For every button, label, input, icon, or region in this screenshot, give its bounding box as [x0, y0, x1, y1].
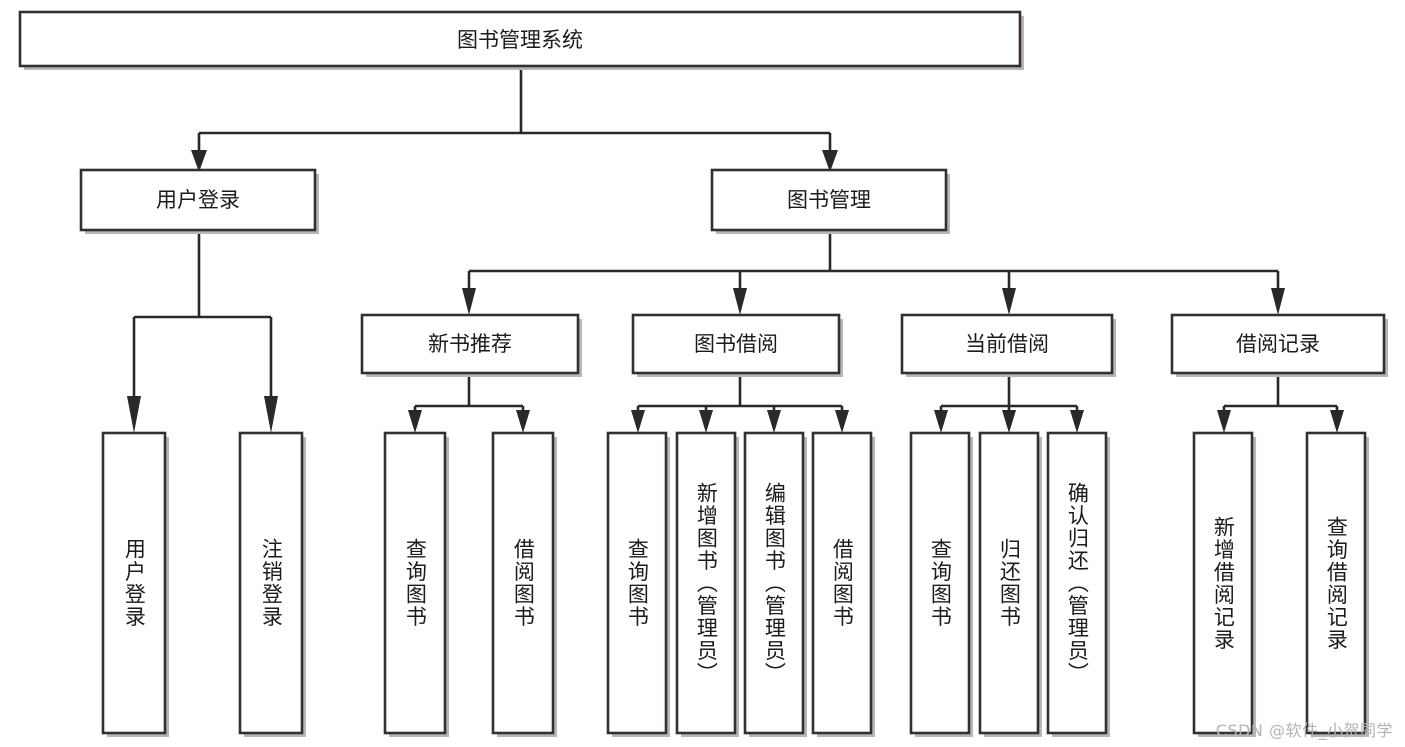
node-leaf-logout-login[interactable]: [238, 431, 306, 737]
node-leaf-query-book-2-box[interactable]: [606, 431, 668, 735]
arrow-leaf-query-book-3: [934, 410, 948, 433]
arrow-leaf-query-book-1: [408, 410, 422, 433]
node-leaf-user-login[interactable]: [101, 431, 169, 737]
node-leaf-return-book[interactable]: [978, 431, 1042, 737]
node-root-label: 图书管理系统: [457, 28, 583, 52]
arrow-leaf-edit-book: [767, 410, 781, 433]
arrow-leaf-add-book: [699, 410, 713, 433]
node-borrow-record[interactable]: 借阅记录: [1170, 313, 1388, 377]
edges-layer: [127, 68, 1344, 433]
node-book-borrow[interactable]: 图书借阅: [631, 313, 843, 377]
nodes-layer: 图书管理系统 用户登录 图书管理 新书推荐: [18, 10, 1388, 737]
node-leaf-add-record[interactable]: [1192, 431, 1256, 737]
node-leaf-query-record-box[interactable]: [1305, 431, 1367, 735]
node-leaf-query-book-1[interactable]: [383, 431, 449, 737]
node-root-box[interactable]: [18, 10, 1022, 68]
node-user-login[interactable]: 用户登录: [79, 168, 319, 234]
node-leaf-edit-book[interactable]: [743, 431, 807, 737]
node-leaf-query-record[interactable]: [1305, 431, 1369, 737]
node-leaf-query-book-3-box[interactable]: [909, 431, 971, 735]
node-leaf-confirm-return-box[interactable]: [1046, 431, 1108, 735]
node-current-borrow-label: 当前借阅: [965, 332, 1049, 356]
node-new-book-recommend[interactable]: 新书推荐: [360, 313, 582, 377]
node-leaf-borrow-book-2[interactable]: [811, 431, 875, 737]
node-leaf-borrow-book-1[interactable]: [491, 431, 557, 737]
node-user-login-box[interactable]: [79, 168, 317, 232]
node-current-borrow[interactable]: 当前借阅: [900, 313, 1116, 377]
node-book-manage[interactable]: 图书管理: [710, 168, 950, 234]
node-leaf-query-book-2[interactable]: [606, 431, 670, 737]
node-leaf-edit-book-box[interactable]: [743, 431, 805, 735]
node-book-borrow-label: 图书借阅: [694, 332, 778, 356]
node-leaf-add-book-box[interactable]: [675, 431, 737, 735]
node-new-book-recommend-box[interactable]: [360, 313, 580, 375]
node-leaf-query-book-1-box[interactable]: [383, 431, 447, 735]
node-book-manage-label: 图书管理: [787, 188, 871, 212]
node-leaf-logout-login-box[interactable]: [238, 431, 304, 735]
arrow-leaf-query-record: [1330, 410, 1344, 433]
arrow-user-login: [191, 150, 207, 172]
node-leaf-confirm-return[interactable]: [1046, 431, 1110, 737]
arrow-current-borrow: [1002, 288, 1016, 315]
node-book-borrow-box[interactable]: [631, 313, 841, 375]
arrow-leaf-query-book-2: [631, 410, 645, 433]
node-borrow-record-label: 借阅记录: [1236, 332, 1320, 356]
arrow-book-borrow: [733, 288, 747, 315]
arrow-leaf-user-login: [127, 396, 141, 433]
arrow-leaf-add-record: [1217, 410, 1231, 433]
node-leaf-return-book-box[interactable]: [978, 431, 1040, 735]
node-root[interactable]: 图书管理系统: [18, 10, 1024, 70]
node-new-book-recommend-label: 新书推荐: [428, 332, 512, 356]
node-user-login-label: 用户登录: [156, 188, 240, 212]
node-current-borrow-box[interactable]: [900, 313, 1114, 375]
arrow-leaf-borrow-book-2: [835, 410, 849, 433]
node-borrow-record-box[interactable]: [1170, 313, 1386, 375]
node-book-manage-box[interactable]: [710, 168, 948, 232]
node-leaf-user-login-box[interactable]: [101, 431, 167, 735]
node-leaf-borrow-book-1-box[interactable]: [491, 431, 555, 735]
node-leaf-add-record-box[interactable]: [1192, 431, 1254, 735]
arrow-new-book-recommend: [462, 288, 476, 315]
arrow-book-manage: [822, 150, 838, 172]
arrow-leaf-logout: [264, 396, 278, 433]
arrow-leaf-return-book: [1002, 410, 1016, 433]
arrow-borrow-record: [1271, 288, 1285, 315]
csdn-watermark: CSDN @软件_小贺同学: [1215, 721, 1393, 740]
node-leaf-borrow-book-2-box[interactable]: [811, 431, 873, 735]
arrow-leaf-borrow-book-1: [516, 410, 530, 433]
arrow-leaf-confirm-return: [1070, 410, 1084, 433]
node-leaf-add-book[interactable]: [675, 431, 739, 737]
node-leaf-query-book-3[interactable]: [909, 431, 973, 737]
